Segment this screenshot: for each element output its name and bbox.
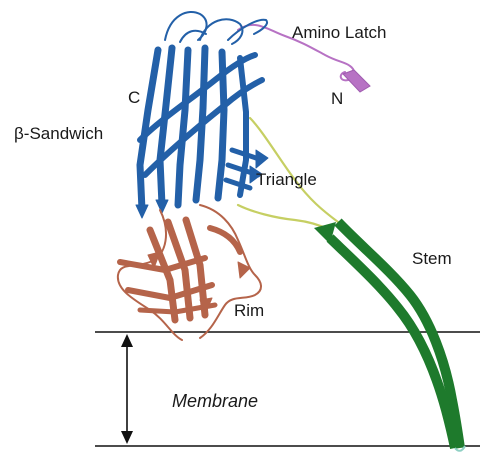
beta-sandwich-label: β-Sandwich [14, 124, 103, 143]
c-terminus-label: C [128, 88, 140, 107]
n-terminus-label: N [331, 89, 343, 108]
stem-label: Stem [412, 249, 452, 268]
amino-latch-label: Amino Latch [292, 23, 387, 42]
membrane-label: Membrane [172, 391, 258, 411]
rim-label: Rim [234, 301, 264, 320]
membrane-thickness-arrow [121, 334, 133, 444]
triangle-label: Triangle [256, 170, 317, 189]
beta-sandwich-domain [136, 12, 268, 218]
